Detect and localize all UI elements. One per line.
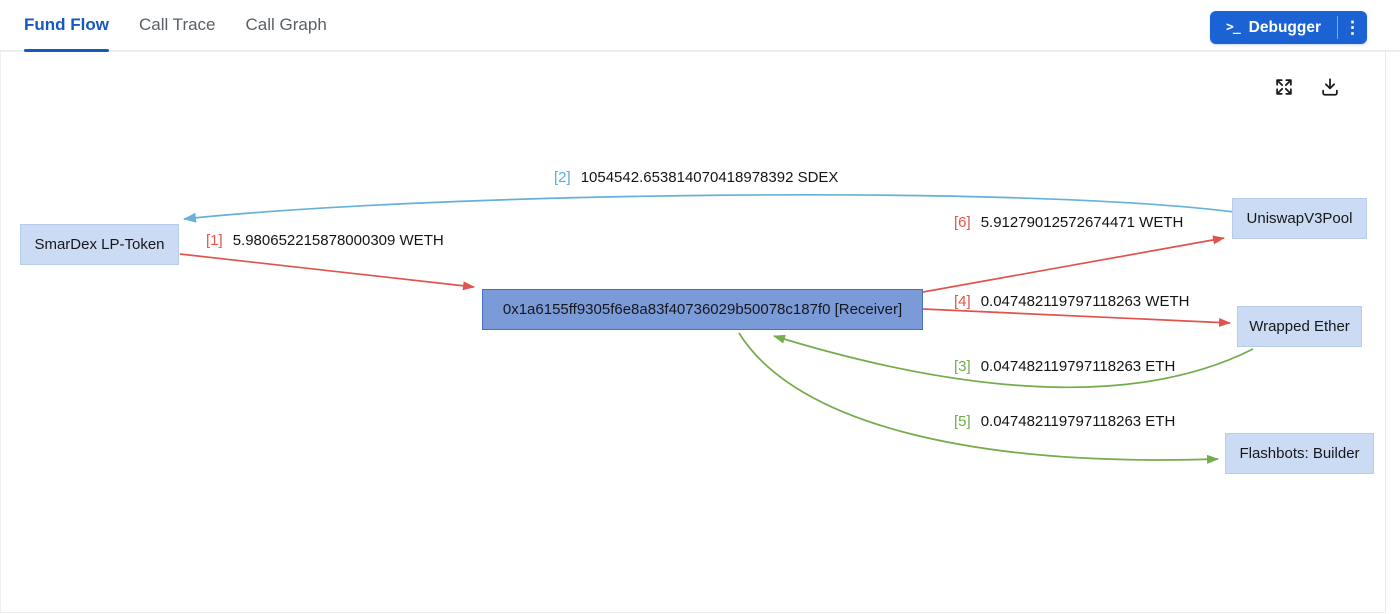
edge-amount-6: 5.91279012572674471 WETH <box>980 214 1184 231</box>
edge-amount-5: 0.047482119797118263 ETH <box>980 413 1176 430</box>
edge-5-eth <box>738 332 1219 464</box>
fullscreen-expand-icon[interactable] <box>1273 76 1295 98</box>
edge-index-3: [3] <box>954 358 971 375</box>
terminal-prompt-icon: >_ <box>1226 20 1241 35</box>
fund-flow-canvas: SmarDex LP-Token 0x1a6155ff9305f6e8a83f4… <box>0 52 1386 613</box>
tabs: Fund Flow Call Trace Call Graph <box>0 0 357 52</box>
edge-index-6: [6] <box>954 214 971 231</box>
edge-label-5: [5] 0.047482119797118263 ETH <box>954 413 1175 430</box>
edge-1-weth <box>179 253 475 291</box>
edge-4-weth <box>922 308 1231 327</box>
edge-index-2: [2] <box>554 169 571 186</box>
tab-bar: Fund Flow Call Trace Call Graph >_ Debug… <box>0 0 1400 52</box>
node-wrapped-ether[interactable]: Wrapped Ether <box>1237 306 1362 347</box>
edge-label-1: [1] 5.980652215878000309 WETH <box>206 232 444 249</box>
header-actions: >_ Debugger ⋮ <box>1210 11 1367 44</box>
canvas-toolbar <box>1273 76 1341 98</box>
edge-amount-3: 0.047482119797118263 ETH <box>980 358 1176 375</box>
kebab-menu-icon[interactable]: ⋮ <box>1344 17 1361 37</box>
edge-label-6: [6] 5.91279012572674471 WETH <box>954 214 1183 231</box>
node-smardex-lp-token[interactable]: SmarDex LP-Token <box>20 224 179 265</box>
edge-index-1: [1] <box>206 232 223 249</box>
edge-index-5: [5] <box>954 413 971 430</box>
debugger-button[interactable]: >_ Debugger <box>1210 11 1337 44</box>
button-divider <box>1337 16 1338 39</box>
tab-call-trace[interactable]: Call Trace <box>138 15 216 34</box>
edge-amount-2: 1054542.653814070418978392 SDEX <box>580 169 839 186</box>
edge-index-4: [4] <box>954 293 971 310</box>
debugger-button-label: Debugger <box>1248 18 1321 36</box>
edge-label-3: [3] 0.047482119797118263 ETH <box>954 358 1175 375</box>
edge-amount-4: 0.047482119797118263 WETH <box>980 293 1190 310</box>
node-receiver-address[interactable]: 0x1a6155ff9305f6e8a83f40736029b50078c187… <box>482 289 923 330</box>
edge-label-4: [4] 0.047482119797118263 WETH <box>954 293 1189 310</box>
debugger-split-button: >_ Debugger ⋮ <box>1210 11 1367 44</box>
tab-call-graph[interactable]: Call Graph <box>245 15 327 34</box>
edge-6-weth <box>922 235 1225 293</box>
download-icon[interactable] <box>1319 76 1341 98</box>
tab-fund-flow[interactable]: Fund Flow <box>24 0 109 52</box>
node-flashbots-builder[interactable]: Flashbots: Builder <box>1225 433 1374 474</box>
edge-label-2: [2] 1054542.653814070418978392 SDEX <box>554 169 838 186</box>
edge-amount-1: 5.980652215878000309 WETH <box>232 232 444 249</box>
node-uniswap-v3-pool[interactable]: UniswapV3Pool <box>1232 198 1367 239</box>
